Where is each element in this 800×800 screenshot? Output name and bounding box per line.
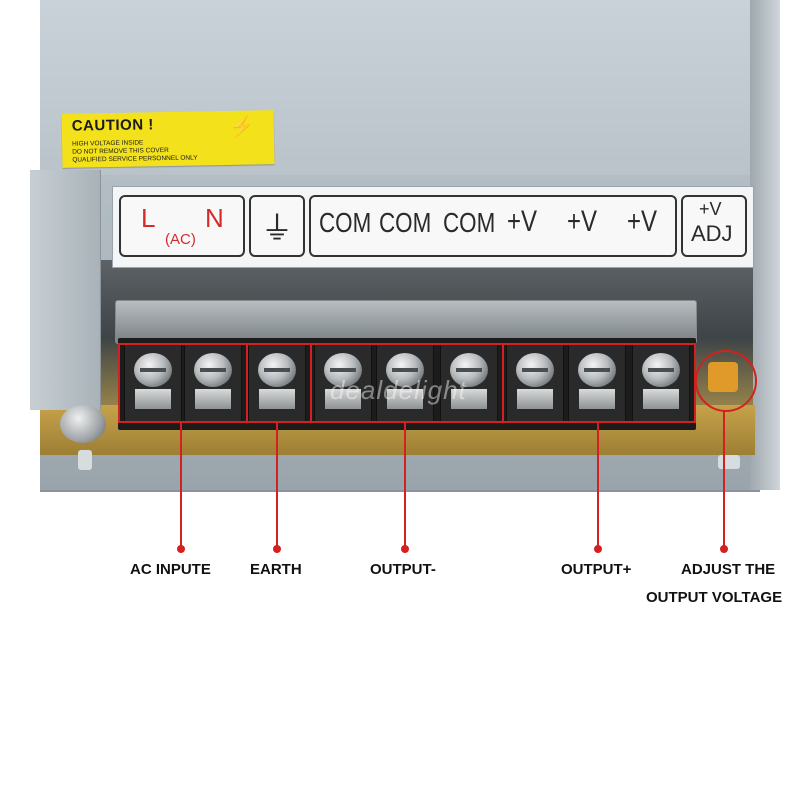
terminal-com-2 [376, 344, 434, 422]
screw-icon [194, 353, 232, 387]
adjust-dot [720, 545, 728, 553]
mounting-foot-right [718, 455, 740, 469]
mounting-screw [60, 405, 106, 443]
terminal-plate [451, 389, 487, 409]
legend-l: L [141, 203, 156, 233]
legend-com-3: COM [443, 207, 496, 238]
terminal-plus-v-3 [632, 344, 690, 422]
legend-ac: (AC) [165, 231, 196, 248]
screw-icon [134, 353, 172, 387]
terminal-plate [643, 389, 679, 409]
screw-icon [324, 353, 362, 387]
caution-line-1: HIGH VOLTAGE INSIDE [72, 139, 144, 148]
ac-input-highlight [118, 343, 248, 423]
terminal-plate [259, 389, 295, 409]
terminal-plate [135, 389, 171, 409]
legend-plus-v-3: +V [627, 205, 658, 238]
terminal-plate [579, 389, 615, 409]
terminal-n [184, 344, 242, 422]
legend-com-2: COM [379, 207, 432, 238]
caution-title: CAUTION ! [71, 116, 154, 135]
terminal-plus-v-1 [506, 344, 564, 422]
terminal-earth [248, 344, 306, 422]
legend-adj-top: +V [699, 199, 722, 219]
screw-icon [578, 353, 616, 387]
terminal-l [124, 344, 182, 422]
screw-icon [258, 353, 296, 387]
caution-label: CAUTION ! ⚡ HIGH VOLTAGE INSIDE DO NOT R… [61, 110, 275, 168]
legend-adj-box: +V ADJ [681, 195, 747, 257]
output-plus-highlight [502, 343, 696, 423]
legend-n: N [205, 203, 224, 233]
callout-adjust-line-2: OUTPUT VOLTAGE [646, 589, 783, 606]
ac-input-leader [180, 421, 182, 549]
legend-ac-box: L N (AC) [119, 195, 245, 257]
screw-icon [450, 353, 488, 387]
earth-highlight [246, 343, 312, 423]
callout-output-plus: OUTPUT+ [561, 561, 632, 578]
output-minus-highlight [310, 343, 504, 423]
case-right-edge [750, 0, 780, 490]
legend-plus-v-2: +V [567, 205, 598, 238]
output-plus-leader [597, 421, 599, 549]
legend-adj-bottom: ADJ [691, 221, 733, 246]
earth-leader [276, 421, 278, 549]
earth-ground-icon: ⏚ [261, 210, 294, 246]
case-left-lip [30, 170, 101, 410]
legend-com-1: COM [319, 207, 372, 238]
output-minus-dot [401, 545, 409, 553]
output-minus-leader [404, 421, 406, 549]
output-plus-dot [594, 545, 602, 553]
caution-line-3: QUALIFIED SERVICE PERSONNEL ONLY [72, 154, 198, 164]
callout-earth: EARTH [250, 561, 302, 578]
screw-icon [642, 353, 680, 387]
legend-plus-v-1: +V [507, 205, 538, 238]
terminal-block [118, 338, 696, 430]
terminal-legend-strip: L N (AC) ⏚ COM COM COM +V +V +V +V ADJ [112, 186, 754, 268]
watermark-text: dealdelight [330, 375, 467, 405]
screw-icon [386, 353, 424, 387]
callout-output-minus: OUTPUT- [370, 561, 436, 578]
terminal-plate [325, 389, 361, 409]
legend-earth-box: ⏚ [249, 195, 305, 257]
screw-icon [516, 353, 554, 387]
terminal-com-1 [314, 344, 372, 422]
legend-output-box: COM COM COM +V +V +V [309, 195, 677, 257]
high-voltage-icon: ⚡ [229, 116, 255, 139]
callout-adjust-line-1: ADJUST THE [681, 561, 776, 578]
callout-ac-input: AC INPUTE [130, 561, 211, 578]
terminal-com-3 [440, 344, 498, 422]
mounting-foot-left [78, 450, 92, 470]
potentiometer-highlight [695, 350, 757, 412]
earth-dot [273, 545, 281, 553]
terminal-plate [195, 389, 231, 409]
adjust-leader [723, 410, 725, 549]
terminal-plate [517, 389, 553, 409]
ac-input-dot [177, 545, 185, 553]
terminal-cover [115, 300, 697, 344]
terminal-plate [387, 389, 423, 409]
